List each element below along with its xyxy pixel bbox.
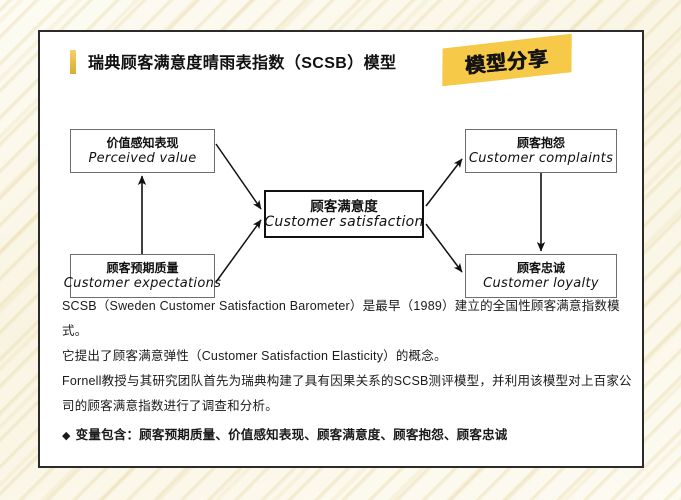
node-label-en: Customer satisfaction (264, 213, 424, 230)
node-label-en: Customer loyalty (483, 275, 599, 291)
model-share-badge: 模型分享 (438, 34, 575, 87)
paragraph-3: Fornell教授与其研究团队首先为瑞典构建了具有因果关系的SCSB测评模型，并… (62, 374, 632, 413)
description-text: SCSB（Sweden Customer Satisfaction Barome… (62, 294, 632, 449)
scsb-model-diagram: 价值感知表现 Perceived value 顾客预期质量 Customer e… (40, 94, 646, 298)
title-accent-bar (70, 50, 76, 74)
node-label-en: Customer expectations (63, 275, 222, 291)
node-label-cn: 顾客抱怨 (516, 135, 565, 150)
slide-header: 瑞典顾客满意度晴雨表指数（SCSB）模型 模型分享 (40, 32, 642, 94)
model-share-badge-label: 模型分享 (464, 47, 551, 78)
node-label-cn: 价值感知表现 (106, 135, 179, 150)
bullet-line-text: 变量包含：顾客预期质量、价值感知表现、顾客满意度、顾客抱怨、顾客忠诚 (75, 428, 508, 442)
slide-card: 瑞典顾客满意度晴雨表指数（SCSB）模型 模型分享 价 (38, 30, 644, 468)
node-label-cn: 顾客忠诚 (516, 260, 565, 275)
node-customer-satisfaction: 顾客满意度 Customer satisfaction (264, 190, 424, 238)
node-perceived-value: 价值感知表现 Perceived value (70, 129, 215, 173)
paragraph-2: 它提出了顾客满意弹性（Customer Satisfaction Elastic… (62, 349, 447, 363)
node-customer-loyalty: 顾客忠诚 Customer loyalty (465, 254, 617, 298)
node-label-en: Perceived value (88, 150, 197, 166)
diamond-bullet-icon: ◆ (62, 430, 71, 442)
node-customer-complaints: 顾客抱怨 Customer complaints (465, 129, 617, 173)
page-title: 瑞典顾客满意度晴雨表指数（SCSB）模型 (88, 55, 397, 72)
paragraph-1: SCSB（Sweden Customer Satisfaction Barome… (62, 299, 620, 338)
bullet-line: ◆ 变量包含：顾客预期质量、价值感知表现、顾客满意度、顾客抱怨、顾客忠诚 (62, 423, 632, 449)
node-label-cn: 顾客满意度 (310, 198, 378, 214)
node-label-cn: 顾客预期质量 (106, 260, 179, 275)
diagram-arrows (137, 143, 546, 283)
node-label-en: Customer complaints (468, 150, 614, 166)
node-customer-expectations: 顾客预期质量 Customer expectations (64, 254, 221, 298)
